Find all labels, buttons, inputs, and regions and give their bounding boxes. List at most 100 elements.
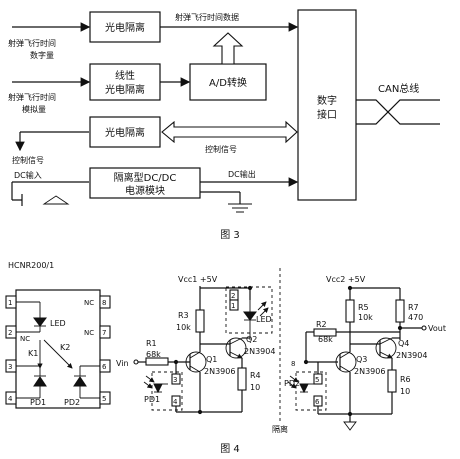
adc-label: A/D转换 bbox=[209, 76, 247, 89]
ic-pd1-label: PD1 bbox=[30, 398, 46, 407]
left-pd1-diode-icon bbox=[153, 383, 163, 394]
ic-nc-label-1: NC bbox=[84, 299, 94, 307]
control-bus-arrow bbox=[161, 120, 298, 144]
linear-opto-label-1: 线性 bbox=[115, 69, 135, 82]
r6-resistor bbox=[387, 369, 397, 393]
q4-transistor bbox=[375, 337, 397, 359]
r2-resistor bbox=[313, 328, 337, 337]
r6-value: 10 bbox=[400, 387, 410, 396]
ic-led-label: LED bbox=[50, 319, 66, 328]
opto-isolation-bottom-label: 光电隔离 bbox=[105, 126, 145, 139]
opto-isolation-top-label: 光电隔离 bbox=[105, 21, 145, 34]
r2-value: 68k bbox=[318, 335, 333, 344]
q2-label: Q2 bbox=[246, 335, 257, 344]
analog-input-label-1: 射弹飞行时间 bbox=[8, 92, 56, 102]
k2-label: K2 bbox=[60, 343, 70, 352]
linear-opto-label-2: 光电隔离 bbox=[105, 83, 145, 96]
r3-label: R3 bbox=[178, 311, 189, 320]
vcc2-label: Vcc2 +5V bbox=[326, 275, 366, 284]
q1-part: 2N3906 bbox=[204, 367, 235, 376]
left-pin-2: 2 bbox=[231, 292, 235, 300]
adc-block: A/D转换 bbox=[189, 63, 267, 101]
dcdc-label-2: 电源模块 bbox=[125, 184, 165, 197]
right-pin-5: 5 bbox=[315, 376, 319, 384]
can-bus-lines bbox=[356, 99, 440, 125]
dc-input-label: DC输入 bbox=[14, 170, 42, 180]
control-right-label: 控制信号 bbox=[205, 144, 237, 154]
right-ground-icon bbox=[343, 421, 357, 431]
ic-pin-2: 2 bbox=[8, 329, 12, 337]
left-pin-4: 4 bbox=[173, 398, 178, 406]
r4-resistor bbox=[237, 367, 247, 391]
ic-pin-5: 5 bbox=[102, 395, 106, 403]
r7-resistor bbox=[395, 299, 405, 323]
right-pd2-label: PD2 bbox=[284, 379, 300, 388]
ic-pin-8: 8 bbox=[102, 299, 106, 307]
dcdc-label-1: 隔离型DC/DC bbox=[114, 171, 177, 184]
pd1-dashed-enclosure bbox=[151, 371, 183, 411]
ic-pd2-label: PD2 bbox=[64, 398, 80, 407]
ic-name-label: HCNR200/1 bbox=[8, 261, 54, 270]
receive-circuit: Vcc2 +5V R5 10k R7 470 Vout R2 68k bbox=[284, 275, 446, 431]
digital-input-label-2: 数字量 bbox=[30, 50, 54, 60]
ic-pin-6: 6 bbox=[102, 363, 107, 371]
q1-label: Q1 bbox=[206, 355, 217, 364]
r7-label: R7 bbox=[408, 303, 419, 312]
ground-triangle-icon bbox=[42, 195, 70, 205]
r7-value: 470 bbox=[408, 313, 423, 322]
figure-4-caption: 图 4 bbox=[220, 443, 240, 455]
ic-pin-3: 3 bbox=[8, 363, 12, 371]
r5-value: 10k bbox=[358, 313, 373, 322]
q3-part: 2N3906 bbox=[354, 367, 385, 376]
vout-label: Vout bbox=[428, 324, 446, 333]
right-pin-6: 6 bbox=[315, 398, 320, 406]
right-pin-8: 8 bbox=[291, 360, 295, 368]
pd2-dashed-enclosure bbox=[295, 371, 327, 411]
dcdc-module-block: 隔离型DC/DC 电源模块 bbox=[89, 167, 201, 199]
r5-resistor bbox=[345, 299, 355, 323]
opto-isolation-bottom-block: 光电隔离 bbox=[89, 116, 161, 148]
left-led-diode-icon bbox=[243, 311, 257, 321]
ic-pin-1: 1 bbox=[8, 299, 12, 307]
figure-3-caption: 图 3 bbox=[220, 229, 240, 241]
ic-nc-label-3: NC bbox=[20, 335, 30, 343]
q2-part: 2N3904 bbox=[244, 347, 275, 356]
k2-arrow bbox=[43, 339, 73, 369]
digital-interface-label-2: 接口 bbox=[317, 108, 337, 121]
ground-symbol-icon bbox=[228, 203, 252, 213]
isolation-label: 隔离 bbox=[272, 424, 288, 434]
r3-value: 10k bbox=[176, 323, 191, 332]
q4-label: Q4 bbox=[398, 339, 409, 348]
control-left-label: 控制信号 bbox=[12, 155, 44, 165]
adc-bus-arrow bbox=[212, 32, 244, 65]
q4-part: 2N3904 bbox=[396, 351, 427, 360]
ic-pin-4: 4 bbox=[8, 395, 13, 403]
r4-label: R4 bbox=[250, 371, 261, 380]
analog-input-label-2: 模拟量 bbox=[22, 104, 46, 114]
k1-label: K1 bbox=[28, 349, 38, 358]
opto-isolation-top-block: 光电隔离 bbox=[89, 11, 161, 43]
ic-pin-7: 7 bbox=[102, 329, 106, 337]
r6-label: R6 bbox=[400, 375, 411, 384]
ic-nc-label-2: NC bbox=[84, 329, 94, 337]
left-pin-1: 1 bbox=[231, 302, 235, 310]
ic-led-diode-icon bbox=[33, 317, 47, 327]
q3-label: Q3 bbox=[356, 355, 367, 364]
can-bus-label: CAN总线 bbox=[378, 82, 419, 95]
r1-resistor bbox=[145, 357, 169, 366]
hcnr200-chip: HCNR200/1 1 2 3 4 8 7 6 5 NC NC NC bbox=[5, 261, 111, 409]
r3-resistor bbox=[195, 309, 205, 333]
figure-3-block-diagram: 光电隔离 线性 光电隔离 A/D转换 光电隔离 数字 接口 隔离型DC/DC bbox=[8, 9, 440, 241]
flight-data-label: 射弹飞行时间数据 bbox=[175, 12, 239, 22]
r4-value: 10 bbox=[250, 383, 260, 392]
vcc1-label: Vcc1 +5V bbox=[178, 275, 218, 284]
figure-4-circuit: HCNR200/1 1 2 3 4 8 7 6 5 NC NC NC bbox=[5, 261, 446, 455]
right-pd2-diode-icon bbox=[299, 383, 309, 394]
dc-input-ground-line bbox=[12, 194, 23, 206]
linear-opto-isolation-block: 线性 光电隔离 bbox=[89, 63, 161, 101]
left-led-label: LED bbox=[256, 315, 272, 324]
vin-label: Vin bbox=[116, 359, 129, 368]
r1-value: 68k bbox=[146, 350, 161, 359]
digital-interface-block: 数字 接口 bbox=[297, 9, 357, 201]
